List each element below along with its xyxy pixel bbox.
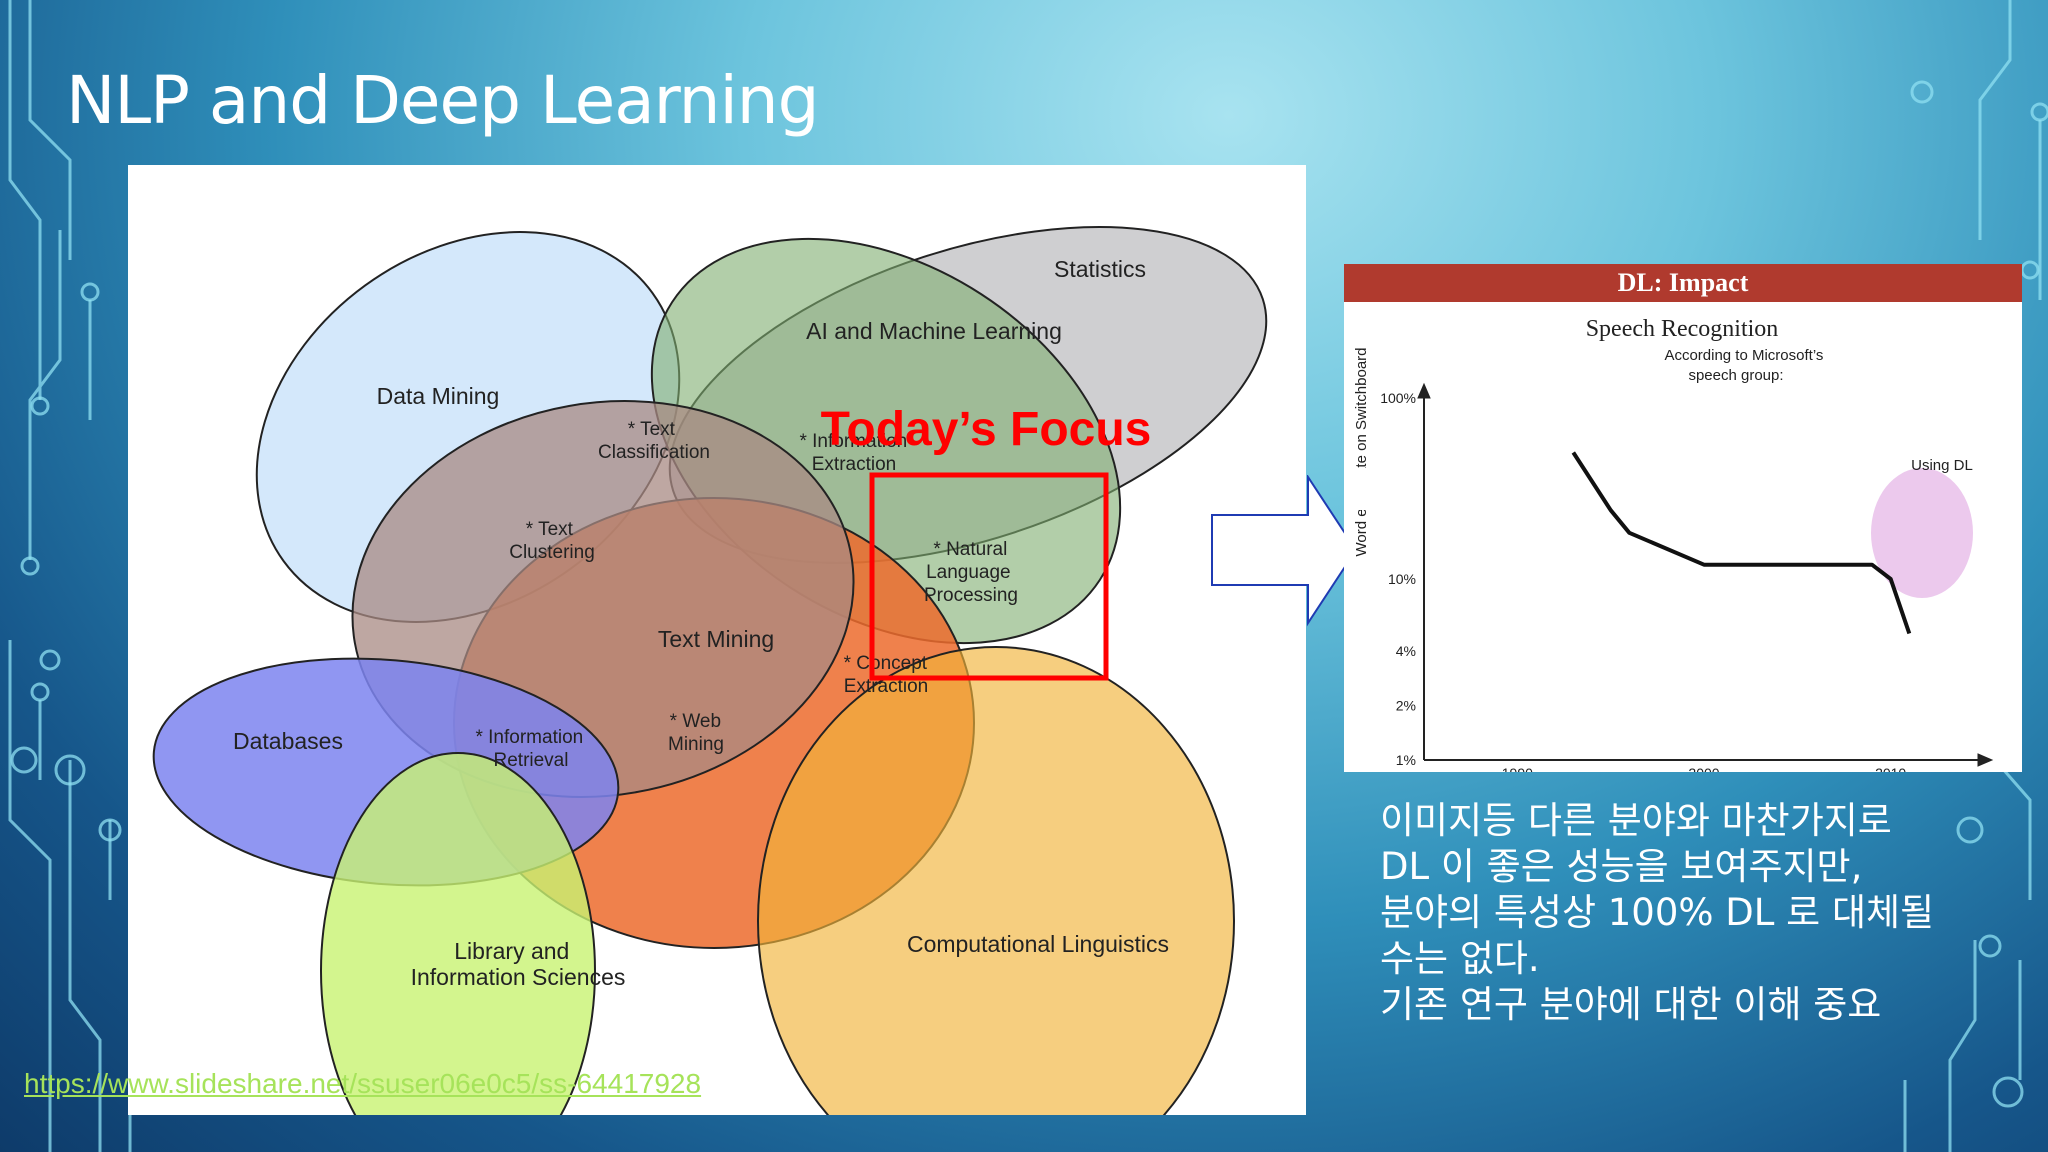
label-statistics: Statistics xyxy=(1054,256,1146,282)
source-link[interactable]: https://www.slideshare.net/ssuser06e0c5/… xyxy=(24,1068,702,1099)
label-library-info: Library and Information Sciences xyxy=(411,938,626,990)
korean-line-4: 수는 없다. xyxy=(1380,937,1540,980)
y-tick-label: 1% xyxy=(1396,752,1416,768)
library-info-set xyxy=(320,752,596,1115)
right-arrow-icon xyxy=(1211,475,1358,627)
label-databases: Databases xyxy=(233,728,343,754)
chart-subtitle: Speech Recognition xyxy=(1586,316,1779,342)
y-tick-label: 4% xyxy=(1396,643,1416,659)
label-text-mining: Text Mining xyxy=(658,626,774,652)
korean-line-2: DL 이 좋은 성능을 보여주지만, xyxy=(1380,845,1863,888)
using-dl-label: Using DL xyxy=(1911,457,1973,474)
x-tick-label: 1990 xyxy=(1502,765,1533,772)
chart-ylabel: Word error rate on Switchboard xyxy=(1353,348,1370,557)
label-data-mining: Data Mining xyxy=(377,383,500,409)
y-tick-label: 10% xyxy=(1388,571,1416,587)
y-tick-label: 2% xyxy=(1396,698,1416,714)
korean-line-3: 분야의 특성상 100% DL 로 대체될 xyxy=(1380,891,1935,934)
item-nlp: * Natural Language Processing xyxy=(924,539,1018,606)
slide-title: NLP and Deep Learning xyxy=(66,62,820,139)
label-computational-linguistics: Computational Linguistics xyxy=(907,931,1169,957)
computational-linguistics-set xyxy=(757,646,1235,1115)
dl-impact-panel: DL: Impact Speech Recognition According … xyxy=(1344,264,2022,772)
item-web-mining: * Web Mining xyxy=(668,711,726,755)
korean-line-5: 기존 연구 분야에 대한 이해 중요 xyxy=(1380,983,1882,1026)
focus-label: Today’s Focus xyxy=(821,403,1152,456)
item-information-extraction: * Information Extraction xyxy=(799,431,912,475)
using-dl-highlight xyxy=(1871,468,1973,598)
dl-impact-header: DL: Impact xyxy=(1344,264,2022,302)
focus-box xyxy=(869,472,1109,681)
korean-line-1: 이미지등 다른 분야와 마찬가지로 xyxy=(1380,799,1892,842)
chart-axes xyxy=(1417,382,1994,767)
item-text-clustering: * Text Clustering xyxy=(509,519,595,563)
korean-notes: 이미지등 다른 분야와 마찬가지로 DL 이 좋은 성능을 보여주지만, 분야의… xyxy=(1380,798,2020,1028)
chart-note: According to Microsoft’s speech group: xyxy=(1664,347,1827,384)
speech-recognition-chart: Speech Recognition According to Microsof… xyxy=(1353,316,1994,772)
ylabel-occluder xyxy=(1356,468,1376,510)
venn-diagram: Statistics AI and Machine Learning Data … xyxy=(152,226,1268,1115)
y-tick-labels: 100% 10% 4% 2% 1% xyxy=(1380,390,1416,768)
item-concept-extraction: * Concept Extraction xyxy=(844,653,933,697)
error-rate-line xyxy=(1571,451,1912,635)
x-tick-labels: 1990 2000 2010 xyxy=(1502,765,1907,772)
label-ai-ml: AI and Machine Learning xyxy=(806,318,1062,344)
venn-diagram-panel: Statistics AI and Machine Learning Data … xyxy=(128,165,1306,1115)
x-tick-label: 2000 xyxy=(1688,765,1719,772)
y-tick-label: 100% xyxy=(1380,390,1416,406)
item-information-retrieval: * Information Retrieval xyxy=(475,727,588,771)
item-text-classification: * Text Classification xyxy=(598,419,710,463)
x-tick-label: 2010 xyxy=(1875,765,1906,772)
